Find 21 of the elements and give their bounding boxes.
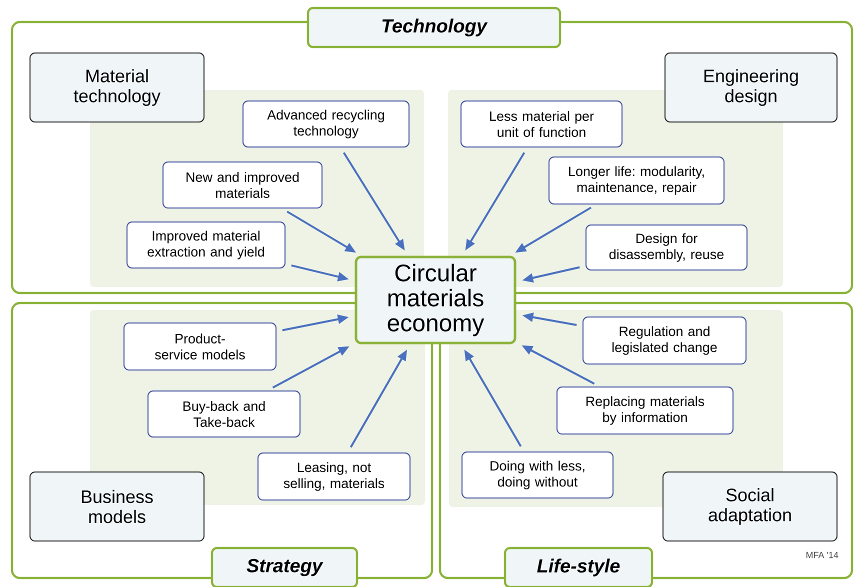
credit-note: MFA '14 [806, 552, 838, 558]
concept-box: Business models [30, 472, 204, 542]
text-box: Buy-back and Take-back [148, 390, 300, 438]
text-box: Less material per unit of function [460, 100, 622, 148]
text-box: New and improved materials [162, 162, 322, 208]
concept-box: Material technology [30, 52, 204, 122]
text-box: Replacing materials by information [556, 386, 734, 434]
text-box: Design for disassembly, reuse [586, 224, 748, 270]
text-box: Longer life: modularity, maintenance, repair [548, 156, 724, 204]
text-box: Leasing, not selling, materials [258, 452, 410, 500]
concept-box: Social adaptation [662, 472, 838, 542]
section-tab: Strategy [210, 546, 358, 587]
text-box: Doing with less, doing without [462, 452, 614, 498]
text-box: Regulation and legislated change [582, 316, 746, 364]
concept-box: Engineering design [664, 52, 838, 122]
text-box: Improved material extraction and yield [126, 222, 286, 268]
section-tab: Life-style [504, 546, 654, 587]
text-box: Advanced recycling technology [242, 100, 410, 148]
section-tab: Technology [306, 6, 562, 48]
text-box: Product-service models [124, 322, 276, 370]
central-box: Circular materials economy [354, 256, 516, 344]
